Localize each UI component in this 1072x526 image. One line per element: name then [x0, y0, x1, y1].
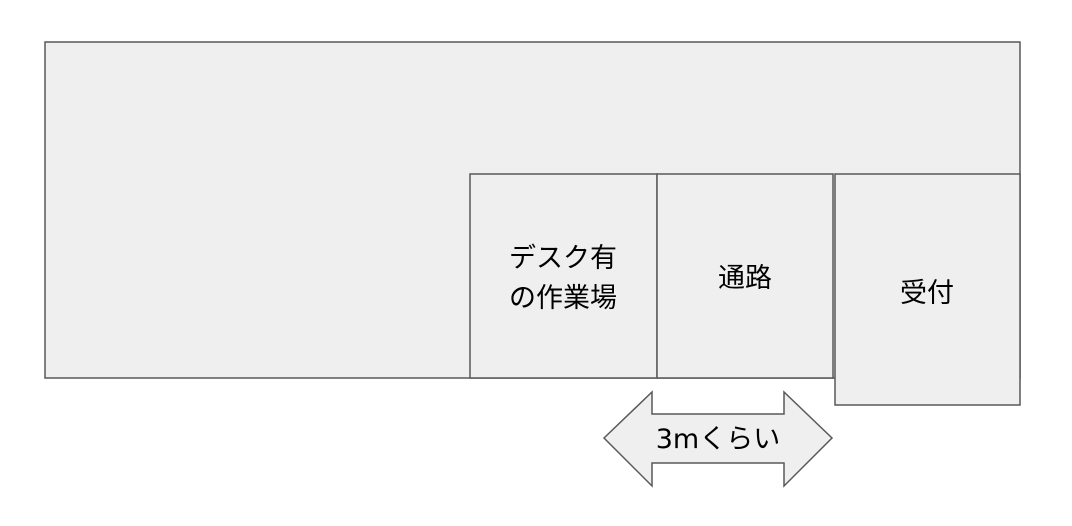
reception-box	[834, 173, 1021, 406]
width-arrow-shape	[602, 390, 834, 488]
dimension-label: 3mくらい	[656, 424, 780, 455]
passage-box	[656, 173, 834, 379]
reception-label: 受付	[900, 278, 954, 309]
desk-workspace-label-line1: デスク有	[509, 243, 617, 274]
passage-label: 通路	[718, 263, 772, 294]
desk-workspace-box	[469, 173, 658, 379]
desk-workspace-label-line2: の作業場	[509, 283, 617, 314]
